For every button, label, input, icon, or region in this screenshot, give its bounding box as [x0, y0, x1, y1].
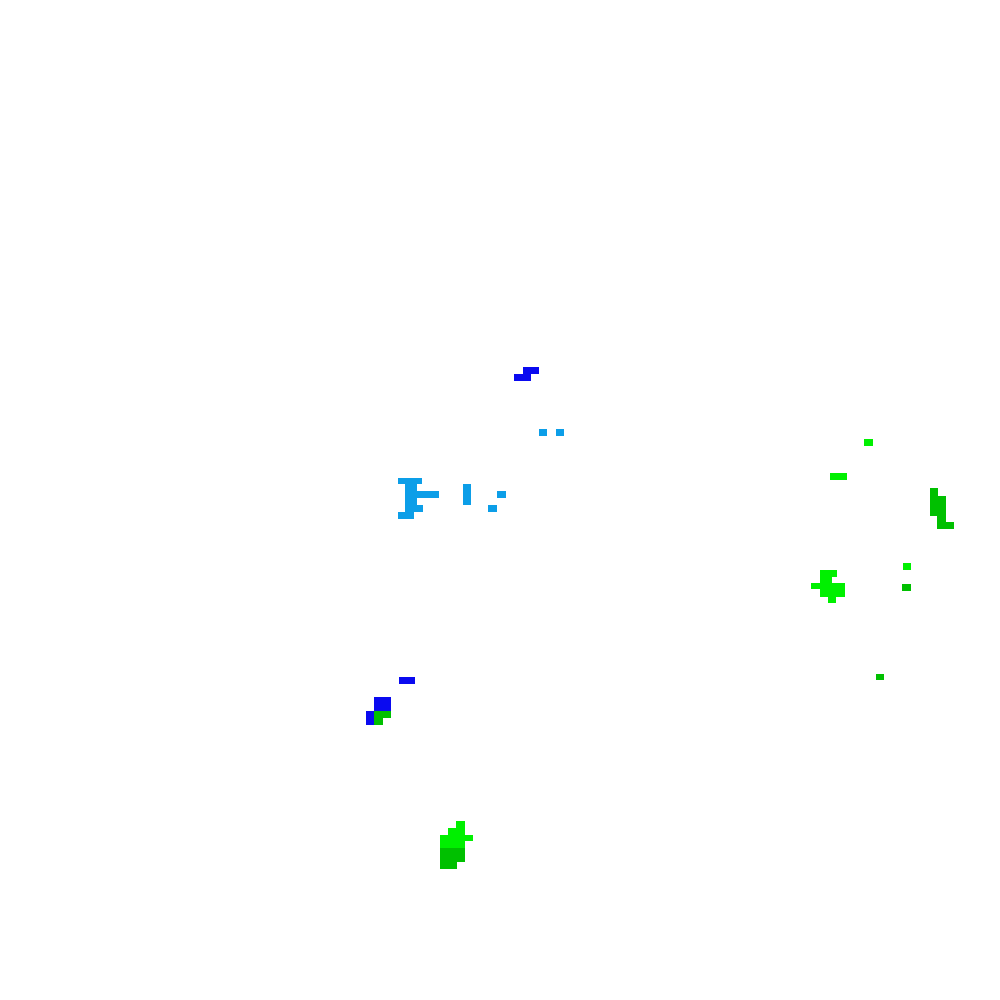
sky-cluster-middle-pixel-6: [405, 498, 417, 506]
sky-cluster-middle-pixel-7: [405, 505, 423, 512]
green-cluster-bottom-pixel-2: [448, 828, 465, 835]
sky-cluster-middle-pixel-4: [405, 484, 417, 492]
green-cluster-right-pixel-4: [930, 496, 946, 516]
sky-cluster-middle-pixel-9: [463, 484, 471, 505]
blue-green-cluster-lower-left: [366, 677, 415, 725]
blue-green-cluster-lower-left-pixel-3: [366, 711, 375, 725]
green-cluster-right-pixel-5: [937, 516, 946, 522]
blue-cluster-top-pixel-1: [523, 367, 539, 374]
green-cluster-bottom-pixel-4: [440, 841, 465, 848]
blue-cluster-top: [514, 367, 539, 381]
green-cluster-bottom-pixel-3: [440, 835, 473, 841]
blue-cluster-top-pixel-2: [514, 374, 531, 381]
sky-cluster-middle-pixel-5: [405, 491, 439, 498]
green-cluster-bottom: [440, 821, 473, 869]
sky-cluster-middle-pixel-11: [488, 505, 497, 512]
green-cluster-right: [811, 439, 954, 680]
green-cluster-right-pixel-12: [820, 589, 845, 597]
green-cluster-right-pixel-3: [930, 488, 938, 496]
sky-cluster-middle: [398, 429, 564, 519]
green-cluster-right-pixel-2: [830, 473, 847, 480]
green-cluster-right-pixel-11: [811, 583, 845, 589]
green-cluster-bottom-pixel-6: [440, 862, 457, 869]
green-cluster-right-pixel-1: [864, 439, 873, 446]
blue-green-cluster-lower-left-pixel-5: [374, 718, 383, 725]
green-cluster-right-pixel-6: [937, 522, 954, 529]
green-cluster-right-pixel-8: [902, 584, 911, 591]
blue-green-cluster-lower-left-pixel-1: [399, 677, 415, 684]
green-cluster-right-pixel-7: [903, 563, 911, 570]
sky-cluster-middle-pixel-2: [556, 429, 564, 436]
blue-green-cluster-lower-left-pixel-2: [374, 697, 391, 711]
sky-cluster-middle-pixel-8: [398, 512, 414, 519]
sky-cluster-middle-pixel-3: [398, 478, 422, 484]
sky-cluster-middle-pixel-10: [497, 491, 506, 498]
green-cluster-right-pixel-14: [876, 674, 884, 680]
sky-cluster-middle-pixel-1: [539, 429, 547, 436]
green-cluster-bottom-pixel-1: [456, 821, 465, 829]
green-cluster-right-pixel-13: [828, 597, 836, 603]
green-cluster-right-pixel-10: [820, 577, 832, 583]
blue-green-cluster-lower-left-pixel-4: [374, 711, 391, 718]
green-cluster-right-pixel-9: [820, 570, 837, 577]
green-cluster-bottom-pixel-5: [440, 848, 465, 862]
